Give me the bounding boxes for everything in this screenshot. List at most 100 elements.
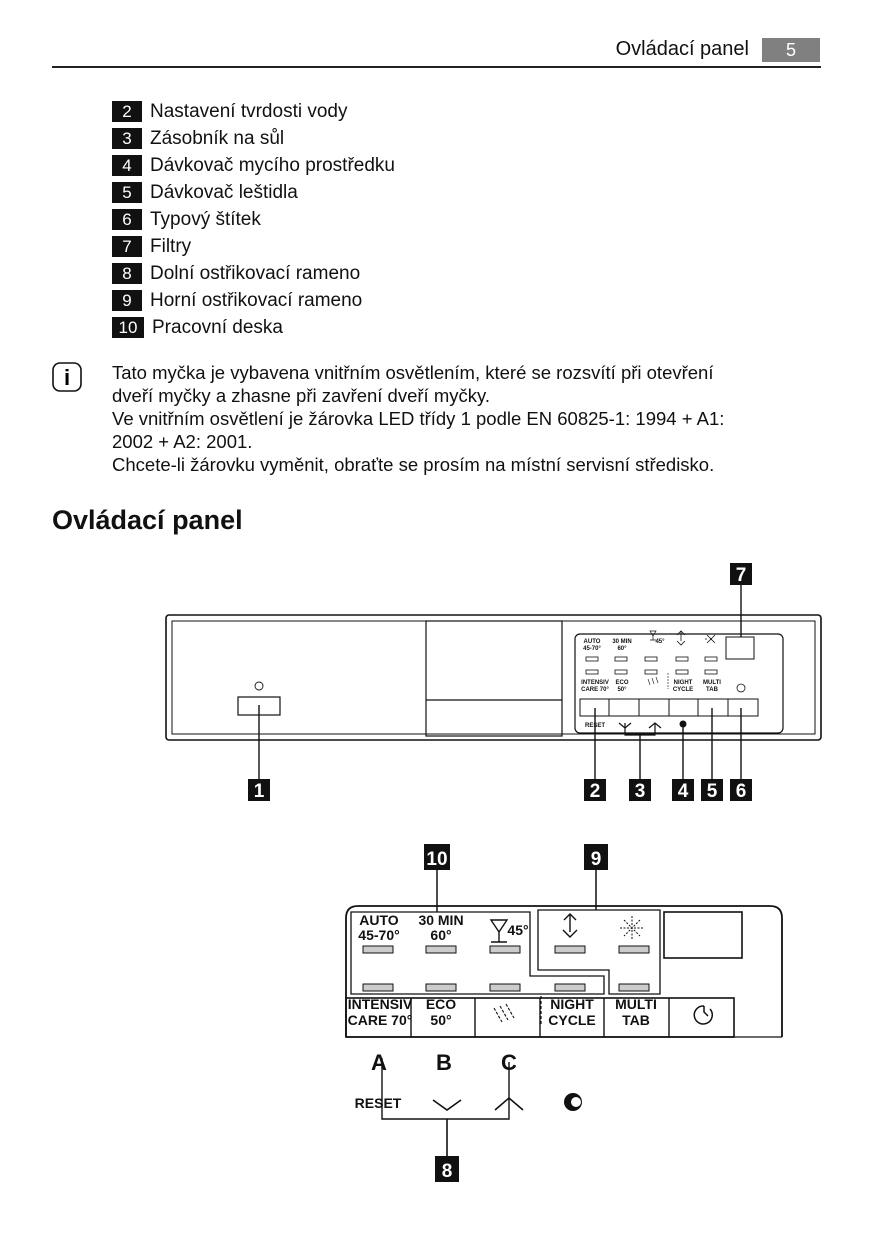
panel-inner-outline — [171, 620, 816, 735]
label-eco-2: 50° — [617, 687, 627, 693]
info-line: Tato myčka je vybavena vnitřním osvětlen… — [112, 362, 714, 383]
callout-4: 4 — [678, 781, 689, 802]
detail-label-night-1: NIGHT — [550, 996, 594, 1012]
legend-number: 9 — [112, 290, 142, 311]
detail-salt-icon — [620, 916, 644, 940]
legend-label: Nastavení tvrdosti vody — [150, 100, 348, 122]
legend-item: 5 Dávkovač leštidla — [112, 179, 395, 206]
label-multi-1: MULTI — [703, 680, 721, 686]
info-line: dveří myčky a zhasne při zavření dveří m… — [112, 385, 490, 406]
legend-item: 3 Zásobník na sůl — [112, 125, 395, 152]
label-eco-1: ECO — [615, 680, 628, 686]
label-intensiv-1: INTENSIV — [581, 680, 609, 686]
detail-label-eco-2: 50° — [430, 1012, 451, 1028]
detail-label-multi-1: MULTI — [615, 996, 657, 1012]
detail-label-night-2: CYCLE — [548, 1012, 595, 1028]
info-note: Tato myčka je vybavena vnitřním osvětlen… — [112, 361, 832, 476]
callout-1: 1 — [254, 781, 265, 802]
legend-label: Dávkovač mycího prostředku — [150, 154, 395, 176]
control-panel-detail: AUTO 45-70° 30 MIN 60° 45° INTENSIV CARE… — [345, 844, 783, 1182]
legend-number: 5 — [112, 182, 142, 203]
option-zone-outline — [537, 909, 661, 995]
handle-recess — [425, 620, 563, 737]
legend-number: 6 — [112, 209, 142, 230]
label-30min-2: 60° — [617, 646, 627, 652]
detail-display-window — [663, 911, 743, 959]
detail-label-intensiv-2: CARE 70° — [348, 1012, 413, 1028]
button-b[interactable] — [411, 1039, 475, 1077]
delay-start-icon — [736, 683, 746, 693]
legend-label: Dávkovač leštidla — [150, 181, 298, 203]
salt-icon — [705, 634, 716, 644]
button-a-label: A — [371, 1050, 387, 1075]
detail-label-intensiv-1: INTENSIV — [348, 996, 413, 1012]
button-a[interactable] — [346, 1039, 411, 1077]
label-glass: 45° — [655, 639, 665, 645]
panel-outline — [165, 614, 822, 741]
header-rule — [52, 66, 821, 68]
legend-item: 2 Nastavení tvrdosti vody — [112, 98, 395, 125]
label-auto-1: AUTO — [584, 639, 601, 645]
header-title: Ovládací panel — [615, 38, 749, 60]
detail-label-reset: RESET — [355, 1095, 402, 1111]
legend-label: Zásobník na sůl — [150, 127, 285, 149]
legend-item: 8 Dolní ostřikovací rameno — [112, 260, 395, 287]
page-number: 5 — [762, 38, 820, 62]
info-line: 2002 + A2: 2001. — [112, 431, 253, 452]
label-night-2: CYCLE — [673, 687, 693, 693]
legend-label: Typový štítek — [150, 208, 261, 230]
label-reset: RESET — [585, 723, 605, 729]
button-b-label: B — [436, 1050, 452, 1075]
detail-delay-start-icon — [693, 1005, 713, 1025]
rinse-aid-icon — [676, 630, 686, 646]
detail-rinse-aid-icon — [562, 913, 578, 938]
legend-label: Pracovní deska — [152, 316, 283, 338]
label-30min-1: 30 MIN — [612, 639, 631, 645]
callout-6: 6 — [736, 781, 747, 802]
label-night-1: NIGHT — [674, 680, 693, 686]
legend-item: 7 Filtry — [112, 233, 395, 260]
detail-label-30min-2: 60° — [430, 927, 451, 943]
detail-label-multi-2: TAB — [622, 1012, 650, 1028]
button-c[interactable] — [475, 1039, 540, 1077]
detail-label-auto-2: 45-70° — [358, 927, 399, 943]
legend-number: 2 — [112, 101, 142, 122]
info-icon: i — [52, 362, 82, 392]
power-icon — [254, 681, 264, 691]
callout-7: 7 — [736, 565, 747, 586]
detail-label-30min-1: 30 MIN — [418, 912, 463, 928]
section-heading: Ovládací panel — [52, 505, 243, 535]
legend-number: 4 — [112, 155, 142, 176]
callout-2: 2 — [590, 781, 601, 802]
legend-label: Filtry — [150, 235, 192, 257]
label-multi-2: TAB — [706, 687, 719, 693]
glass-icon — [649, 630, 657, 641]
legend-number: 8 — [112, 263, 142, 284]
detail-spray-icon — [493, 1003, 515, 1023]
program-zone-outline — [350, 911, 605, 995]
label-auto-2: 45-70° — [583, 646, 601, 652]
detail-label-glass: 45° — [507, 922, 528, 938]
legend-number: 7 — [112, 236, 142, 257]
legend-label: Dolní ostřikovací rameno — [150, 262, 361, 284]
label-intensiv-2: CARE 70° — [581, 687, 609, 693]
display-window — [725, 636, 755, 660]
detail-label-eco-1: ECO — [426, 996, 456, 1012]
detail-glass-icon — [489, 919, 509, 943]
control-panel-diagram: AUTO 45-70° 30 MIN 60° 45° INTENSIV CARE… — [165, 563, 822, 802]
start-icon — [679, 720, 687, 728]
callout-9: 9 — [591, 849, 602, 870]
legend-item: 6 Typový štítek — [112, 206, 395, 233]
legend-item: 9 Horní ostřikovací rameno — [112, 287, 395, 314]
detail-panel-outline — [345, 905, 783, 1037]
info-line: Ve vnitřním osvětlení je žárovka LED tří… — [112, 408, 725, 429]
callout-8: 8 — [442, 1161, 453, 1182]
display-panel — [574, 633, 784, 734]
legend-number: 10 — [112, 317, 144, 338]
callout-10: 10 — [426, 849, 447, 870]
spray-icon — [647, 676, 659, 686]
legend-label: Horní ostřikovací rameno — [150, 289, 363, 311]
info-icon-glyph: i — [64, 365, 70, 390]
callout-5: 5 — [707, 781, 718, 802]
legend-number: 3 — [112, 128, 142, 149]
